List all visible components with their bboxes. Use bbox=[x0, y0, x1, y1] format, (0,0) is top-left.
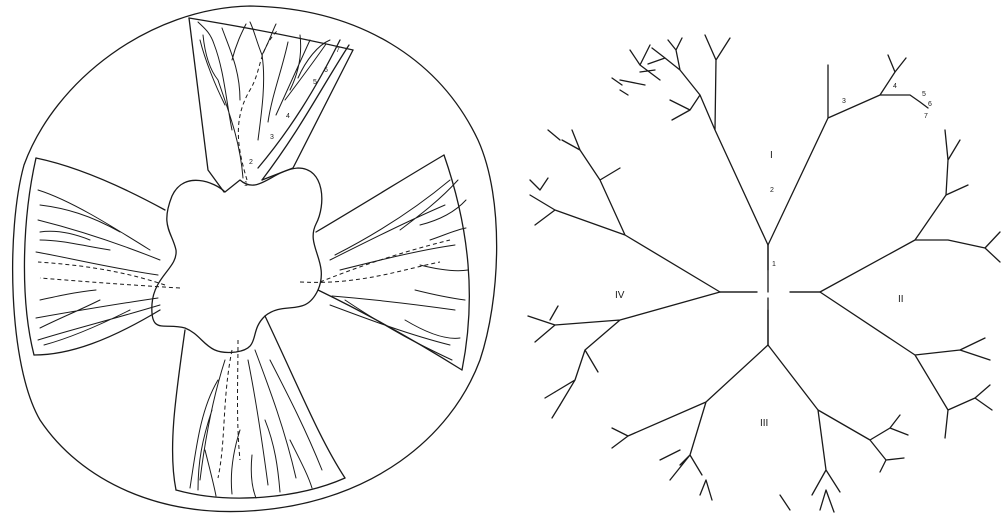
sector-label-left: IV bbox=[615, 290, 625, 301]
left-order-label-2: 2 bbox=[249, 159, 253, 166]
right-order-label-6: 6 bbox=[928, 101, 932, 108]
right-order-label-5: 5 bbox=[922, 91, 926, 98]
canal-system-top bbox=[189, 18, 353, 192]
right-order-label-2: 2 bbox=[770, 187, 774, 194]
left-order-label-5: 5 bbox=[313, 79, 317, 86]
branch-system-right bbox=[790, 130, 1000, 438]
branch-system-bottom bbox=[612, 298, 908, 512]
branch-system-top bbox=[612, 35, 928, 292]
canal-system-right bbox=[300, 155, 469, 370]
canal-system-left bbox=[24, 158, 180, 355]
outer-boundary bbox=[13, 6, 497, 512]
central-cavity bbox=[152, 168, 322, 353]
sector-label-top: I bbox=[770, 150, 773, 161]
canal-system-bottom bbox=[173, 316, 345, 498]
left-figure-svg: 1 2 3 4 5 6 7 bbox=[0, 0, 505, 520]
right-order-label-7: 7 bbox=[924, 113, 928, 120]
sector-label-bottom: III bbox=[760, 418, 768, 429]
right-figure-svg: 1 2 3 4 5 6 7 I II III IV bbox=[505, 0, 1002, 520]
right-figure: 1 2 3 4 5 6 7 I II III IV bbox=[505, 0, 1002, 520]
left-order-label-1: 1 bbox=[244, 181, 248, 188]
left-order-label-7: 7 bbox=[336, 47, 340, 54]
left-figure: 1 2 3 4 5 6 7 bbox=[0, 0, 505, 520]
right-order-label-1: 1 bbox=[772, 261, 776, 268]
sector-label-right: II bbox=[898, 294, 904, 305]
left-order-label-6: 6 bbox=[324, 67, 328, 74]
branch-system-left bbox=[528, 130, 757, 418]
right-order-label-4: 4 bbox=[893, 83, 897, 90]
right-order-label-3: 3 bbox=[842, 98, 846, 105]
center-junction bbox=[720, 245, 820, 345]
left-order-label-3: 3 bbox=[270, 134, 274, 141]
left-order-label-4: 4 bbox=[286, 113, 290, 120]
